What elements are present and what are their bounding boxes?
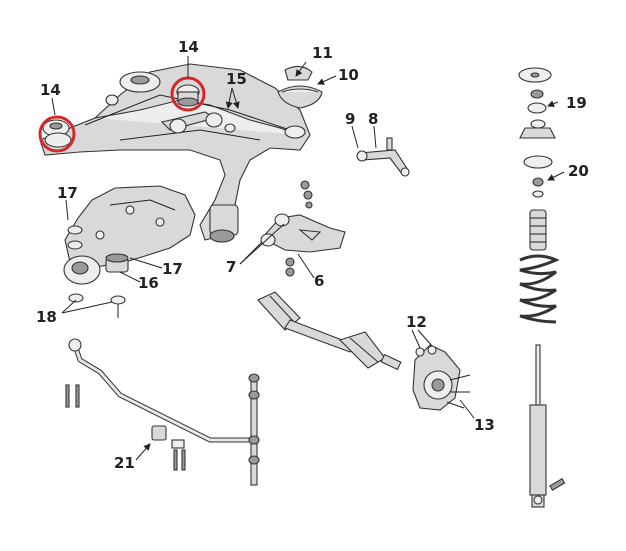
callout-17-right: 17 bbox=[162, 260, 183, 278]
mount-washers bbox=[67, 225, 126, 318]
callout-11: 11 bbox=[312, 44, 333, 62]
lower-control-arm bbox=[260, 180, 346, 277]
stabilizer-bushing bbox=[151, 425, 186, 471]
callout-9: 9 bbox=[345, 110, 355, 128]
stabilizer-bar bbox=[68, 338, 250, 443]
stabilizer-link bbox=[248, 373, 260, 486]
callout-21: 21 bbox=[114, 454, 135, 472]
wheel-hub-knuckle bbox=[412, 344, 471, 411]
callout-14-top: 14 bbox=[178, 38, 199, 56]
callout-17-top: 17 bbox=[57, 184, 78, 202]
differential-housing bbox=[63, 185, 196, 285]
callout-12: 12 bbox=[406, 313, 427, 331]
callout-18: 18 bbox=[36, 308, 57, 326]
spring-upper-seat bbox=[277, 65, 323, 109]
leader-lines bbox=[51, 56, 565, 461]
callout-14-left: 14 bbox=[40, 81, 61, 99]
subframe-mount-bushing-right bbox=[176, 84, 200, 107]
callout-8: 8 bbox=[368, 110, 378, 128]
differential-mount bbox=[105, 253, 129, 273]
callout-13: 13 bbox=[474, 416, 495, 434]
subframe-mount-bushing-left bbox=[42, 119, 72, 148]
callout-19: 19 bbox=[566, 94, 587, 112]
drive-shaft bbox=[257, 291, 402, 371]
coil-spring bbox=[519, 254, 560, 324]
callout-15: 15 bbox=[226, 70, 247, 88]
callout-20: 20 bbox=[568, 162, 589, 180]
dust-boot bbox=[529, 209, 547, 251]
bolts bbox=[65, 384, 80, 408]
upper-link-arm bbox=[356, 137, 410, 177]
callout-10: 10 bbox=[338, 66, 359, 84]
lateral-link-bushings bbox=[160, 111, 223, 134]
highlight-circle-left bbox=[38, 115, 76, 153]
upper-mount-stack bbox=[518, 67, 556, 198]
shock-absorber bbox=[529, 344, 566, 508]
callout-6: 6 bbox=[314, 272, 324, 290]
callout-7: 7 bbox=[226, 258, 236, 276]
callout-16: 16 bbox=[138, 274, 159, 292]
